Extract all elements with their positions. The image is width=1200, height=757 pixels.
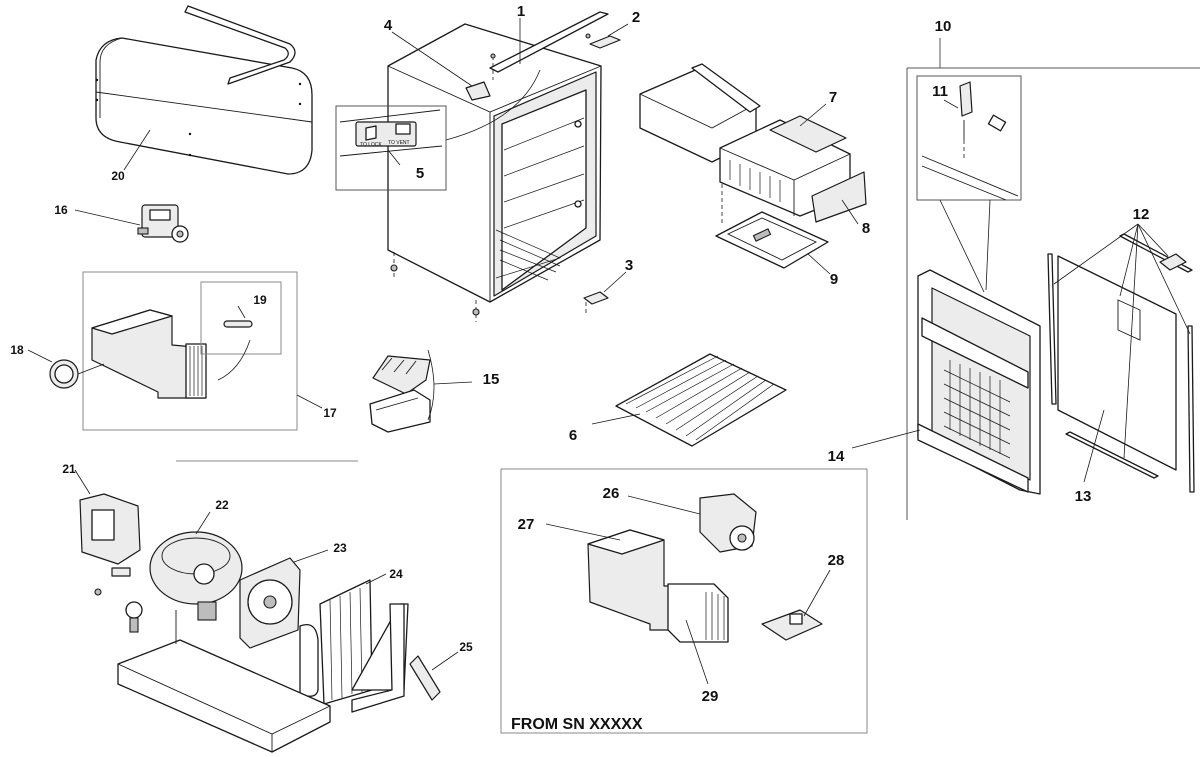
part-8-flap	[811, 171, 867, 225]
callout-24: 24	[389, 567, 403, 581]
callout-9: 9	[830, 271, 838, 288]
door-group	[906, 38, 1200, 520]
callout-3: 3	[625, 257, 633, 274]
part-21-relay	[74, 469, 141, 565]
part-17-evaporator-group	[82, 271, 323, 431]
callout-1: 1	[517, 3, 525, 20]
callout-5: 5	[416, 165, 424, 182]
callout-14: 14	[828, 448, 845, 465]
base-plate	[117, 603, 409, 753]
fin-block	[185, 343, 207, 399]
part-6-wire-shelf	[591, 353, 787, 447]
door-grid	[943, 360, 1011, 459]
callout-29: 29	[702, 688, 719, 705]
part-23-fan	[239, 549, 329, 649]
part-5-label-detail: TO LOCK TO VENT	[335, 69, 541, 191]
callout-13: 13	[1075, 488, 1092, 505]
callout-10: 10	[935, 18, 952, 35]
part-22-compressor	[94, 511, 243, 633]
part-18-knob	[27, 349, 105, 389]
callout-12: 12	[1133, 206, 1150, 223]
inset-from-serial	[500, 468, 868, 734]
callout-26: 26	[603, 485, 620, 502]
callout-22: 22	[215, 498, 229, 512]
part-28-control-board	[761, 569, 831, 641]
part-16-thermostat	[74, 204, 189, 243]
part-26-thermostat	[627, 493, 757, 553]
callout-6: 6	[569, 427, 577, 444]
part-12-gaskets	[1047, 223, 1195, 493]
part-14-door-liner	[851, 269, 1041, 495]
inset-serial-note: FROM SN XXXXX	[511, 716, 643, 733]
callout-11: 11	[932, 83, 948, 100]
part-20-outer-housing	[95, 5, 313, 175]
label-to-vent: TO VENT	[388, 140, 410, 146]
part-1-top-rail	[489, 11, 609, 80]
part-29-fin-block	[667, 583, 729, 685]
callout-4: 4	[384, 17, 393, 34]
part-9-drip-tray	[715, 211, 831, 275]
part-4-hinge	[391, 31, 491, 101]
callout-25: 25	[459, 640, 473, 654]
callout-20: 20	[111, 169, 125, 183]
part-15-ice-tray	[369, 349, 473, 433]
callout-18: 18	[10, 343, 24, 357]
part-3-foot	[390, 252, 627, 322]
callout-labels: 1 2 3 4 5 6 7 8 9 10 11 12 13 14 15 16 1…	[10, 3, 1149, 733]
callout-21: 21	[62, 462, 76, 476]
callout-16: 16	[54, 203, 68, 217]
callout-19: 19	[253, 293, 267, 307]
part-25-drier	[409, 651, 459, 701]
callout-7: 7	[829, 89, 837, 106]
callout-27: 27	[518, 516, 535, 533]
label-to-lock: TO LOCK	[360, 142, 383, 148]
part-2-bracket	[585, 23, 629, 49]
callout-23: 23	[333, 541, 347, 555]
callout-2: 2	[632, 9, 640, 26]
callout-28: 28	[828, 552, 845, 569]
cabinet	[387, 23, 602, 303]
part-7-freezer-box	[639, 63, 851, 226]
callout-17: 17	[323, 406, 337, 420]
callout-15: 15	[483, 371, 500, 388]
callout-8: 8	[862, 220, 870, 237]
